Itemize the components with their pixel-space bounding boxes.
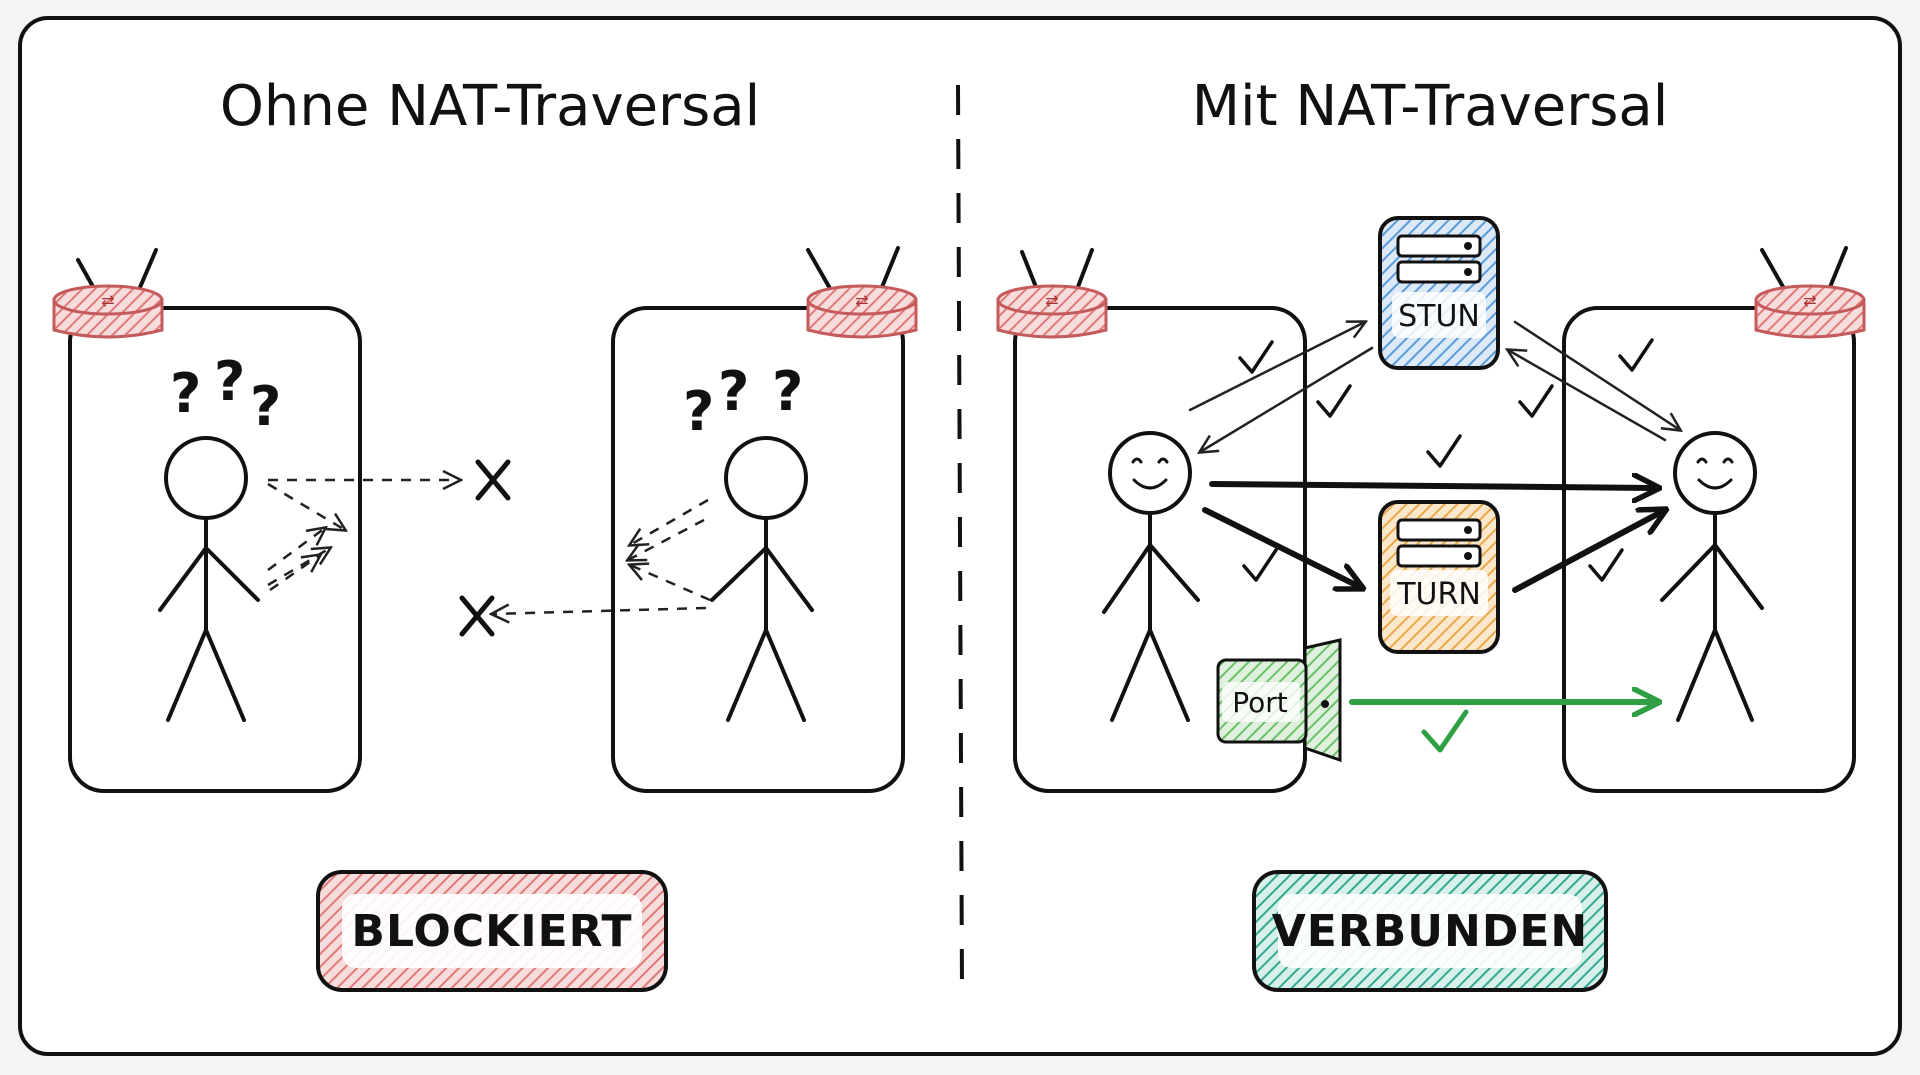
svg-text:⇄: ⇄ [101,291,114,310]
status-badge-blocked: BLOCKIERT [316,870,668,992]
svg-text:⇄: ⇄ [1045,291,1058,310]
right-panel-title: Mit NAT-Traversal [1192,74,1669,139]
svg-text:?: ? [772,360,803,423]
panel-divider [956,84,964,991]
left-network-a: ⇄ ? ? ? [52,248,511,793]
status-label-connected: VERBUNDEN [1272,906,1588,957]
right-network-b: ⇄ [1562,246,1866,793]
status-label-blocked: BLOCKIERT [351,906,632,957]
router-icon: ⇄ [996,248,1108,339]
stick-figure-icon [710,436,814,722]
check-icon [1618,338,1654,372]
door-icon: Port [1216,638,1342,763]
router-icon: ⇄ [52,248,164,339]
cross-icon [475,459,511,501]
question-marks: ? ? ? [170,350,281,438]
router-icon: ⇄ [806,246,918,339]
status-badge-connected: VERBUNDEN [1252,870,1608,992]
cross-icon [459,595,495,637]
right-panel: Mit NAT-Traversal ⇄ [996,74,1866,992]
svg-text:?: ? [170,362,201,425]
router-icon: ⇄ [1754,246,1866,339]
check-icon [1518,384,1554,418]
check-icon [1426,434,1462,468]
svg-text:?: ? [718,360,749,423]
left-panel: Ohne NAT-Traversal ⇄ ? ? ? [52,74,918,992]
svg-text:?: ? [683,380,714,443]
check-icon [1316,384,1352,418]
svg-text:⇄: ⇄ [855,291,868,310]
stick-figure-icon [1102,431,1200,722]
check-icon [1238,340,1274,374]
server-icon: STUN [1378,216,1500,370]
question-marks: ? ? ? [683,360,803,443]
svg-text:?: ? [250,375,281,438]
left-panel-title: Ohne NAT-Traversal [220,74,760,139]
svg-text:?: ? [214,350,245,413]
check-icon [1242,548,1278,582]
svg-text:⇄: ⇄ [1803,291,1816,310]
turn-label: TURN [1396,577,1481,612]
server-icon: TURN [1378,500,1500,654]
stun-label: STUN [1398,299,1480,334]
port-label: Port [1232,686,1288,719]
check-icon [1588,548,1624,582]
check-icon [1421,709,1469,753]
stick-figure-icon [1660,431,1764,722]
stick-figure-icon [158,436,260,722]
left-network-b: ⇄ ? ? ? [459,246,918,793]
